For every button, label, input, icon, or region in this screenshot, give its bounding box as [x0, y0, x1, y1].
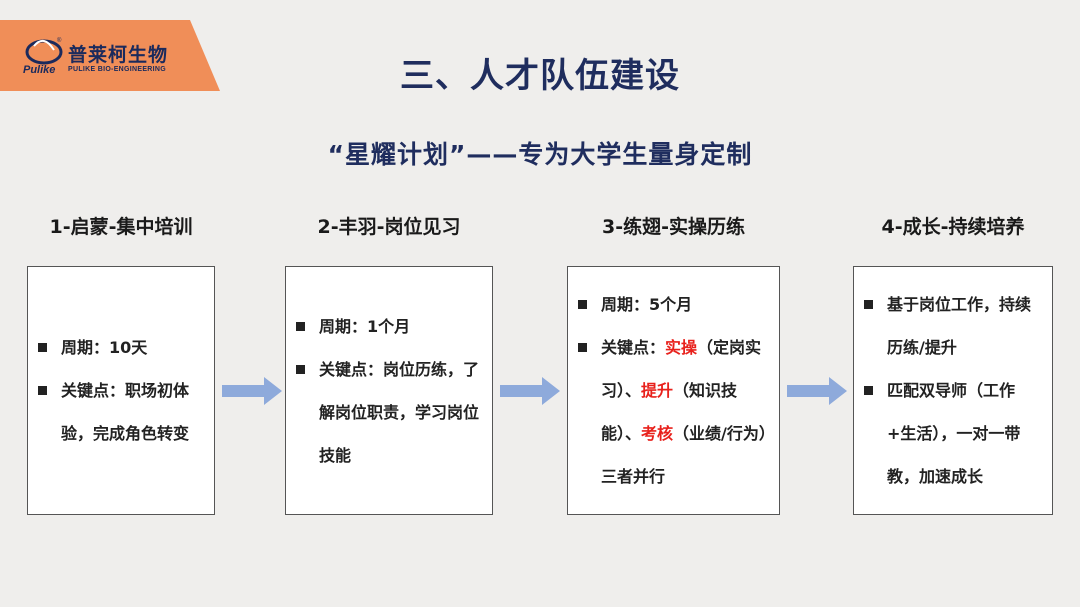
stage-2-item-1: 周期：1个月 — [296, 305, 482, 348]
bullet-icon — [578, 343, 587, 352]
logo-mark-text: Pulike — [23, 64, 55, 76]
logo-chinese-name: 普莱柯生物 — [68, 44, 169, 66]
stage-3-item-1: 周期：5个月 — [578, 283, 769, 326]
stage-1-card: 周期：10天 关键点：职场初体验，完成角色转变 — [27, 266, 215, 515]
bullet-icon — [38, 343, 47, 352]
stage-4-title: 4-成长-持续培养 — [881, 216, 1025, 238]
stage-4-card: 基于岗位工作，持续历练/提升 匹配双导师（工作+生活），一对一带教，加速成长 — [853, 266, 1053, 515]
logo-english-name: PULIKE BIO-ENGINEERING — [68, 66, 166, 73]
highlight-assess: 考核 — [641, 424, 674, 443]
logo-banner — [0, 20, 220, 91]
highlight-practice: 实操 — [665, 338, 698, 357]
stage-2-title: 2-丰羽-岗位见习 — [317, 216, 461, 238]
registered-mark: ® — [57, 38, 62, 44]
arrow-right-icon — [222, 377, 282, 405]
stage-4-item-2: 匹配双导师（工作+生活），一对一带教，加速成长 — [864, 369, 1042, 498]
stage-1-item-1: 周期：10天 — [38, 326, 204, 369]
highlight-improve: 提升 — [641, 381, 674, 400]
bullet-icon — [296, 364, 305, 374]
page-subtitle: “星耀计划”——专为大学生量身定制 — [327, 140, 753, 169]
bullet-icon — [578, 300, 587, 309]
arrow-right-icon — [787, 377, 847, 405]
stage-2-item-2: 关键点：岗位历练，了解岗位职责，学习岗位技能 — [296, 348, 482, 477]
pulike-logo-icon: Pulike — [23, 39, 63, 76]
bullet-icon — [38, 386, 47, 395]
stage-4-item-1: 基于岗位工作，持续历练/提升 — [864, 283, 1042, 369]
key-point-prefix: 关键点： — [601, 338, 666, 357]
stage-1-item-2: 关键点：职场初体验，完成角色转变 — [38, 369, 204, 455]
page-title: 三、人才队伍建设 — [400, 56, 680, 96]
bullet-icon — [864, 386, 873, 395]
bullet-icon — [296, 321, 305, 331]
stage-3-item-2: 关键点：实操（定岗实习）、提升（知识技能）、考核（业绩/行为）三者并行 — [578, 326, 769, 498]
stage-1-title: 1-启蒙-集中培训 — [49, 216, 193, 238]
bullet-icon — [864, 300, 873, 309]
stage-2-card: 周期：1个月 关键点：岗位历练，了解岗位职责，学习岗位技能 — [285, 266, 493, 515]
stage-3-card: 周期：5个月 关键点：实操（定岗实习）、提升（知识技能）、考核（业绩/行为）三者… — [567, 266, 780, 515]
arrow-right-icon — [500, 377, 560, 405]
stage-3-title: 3-练翅-实操历练 — [602, 216, 745, 238]
